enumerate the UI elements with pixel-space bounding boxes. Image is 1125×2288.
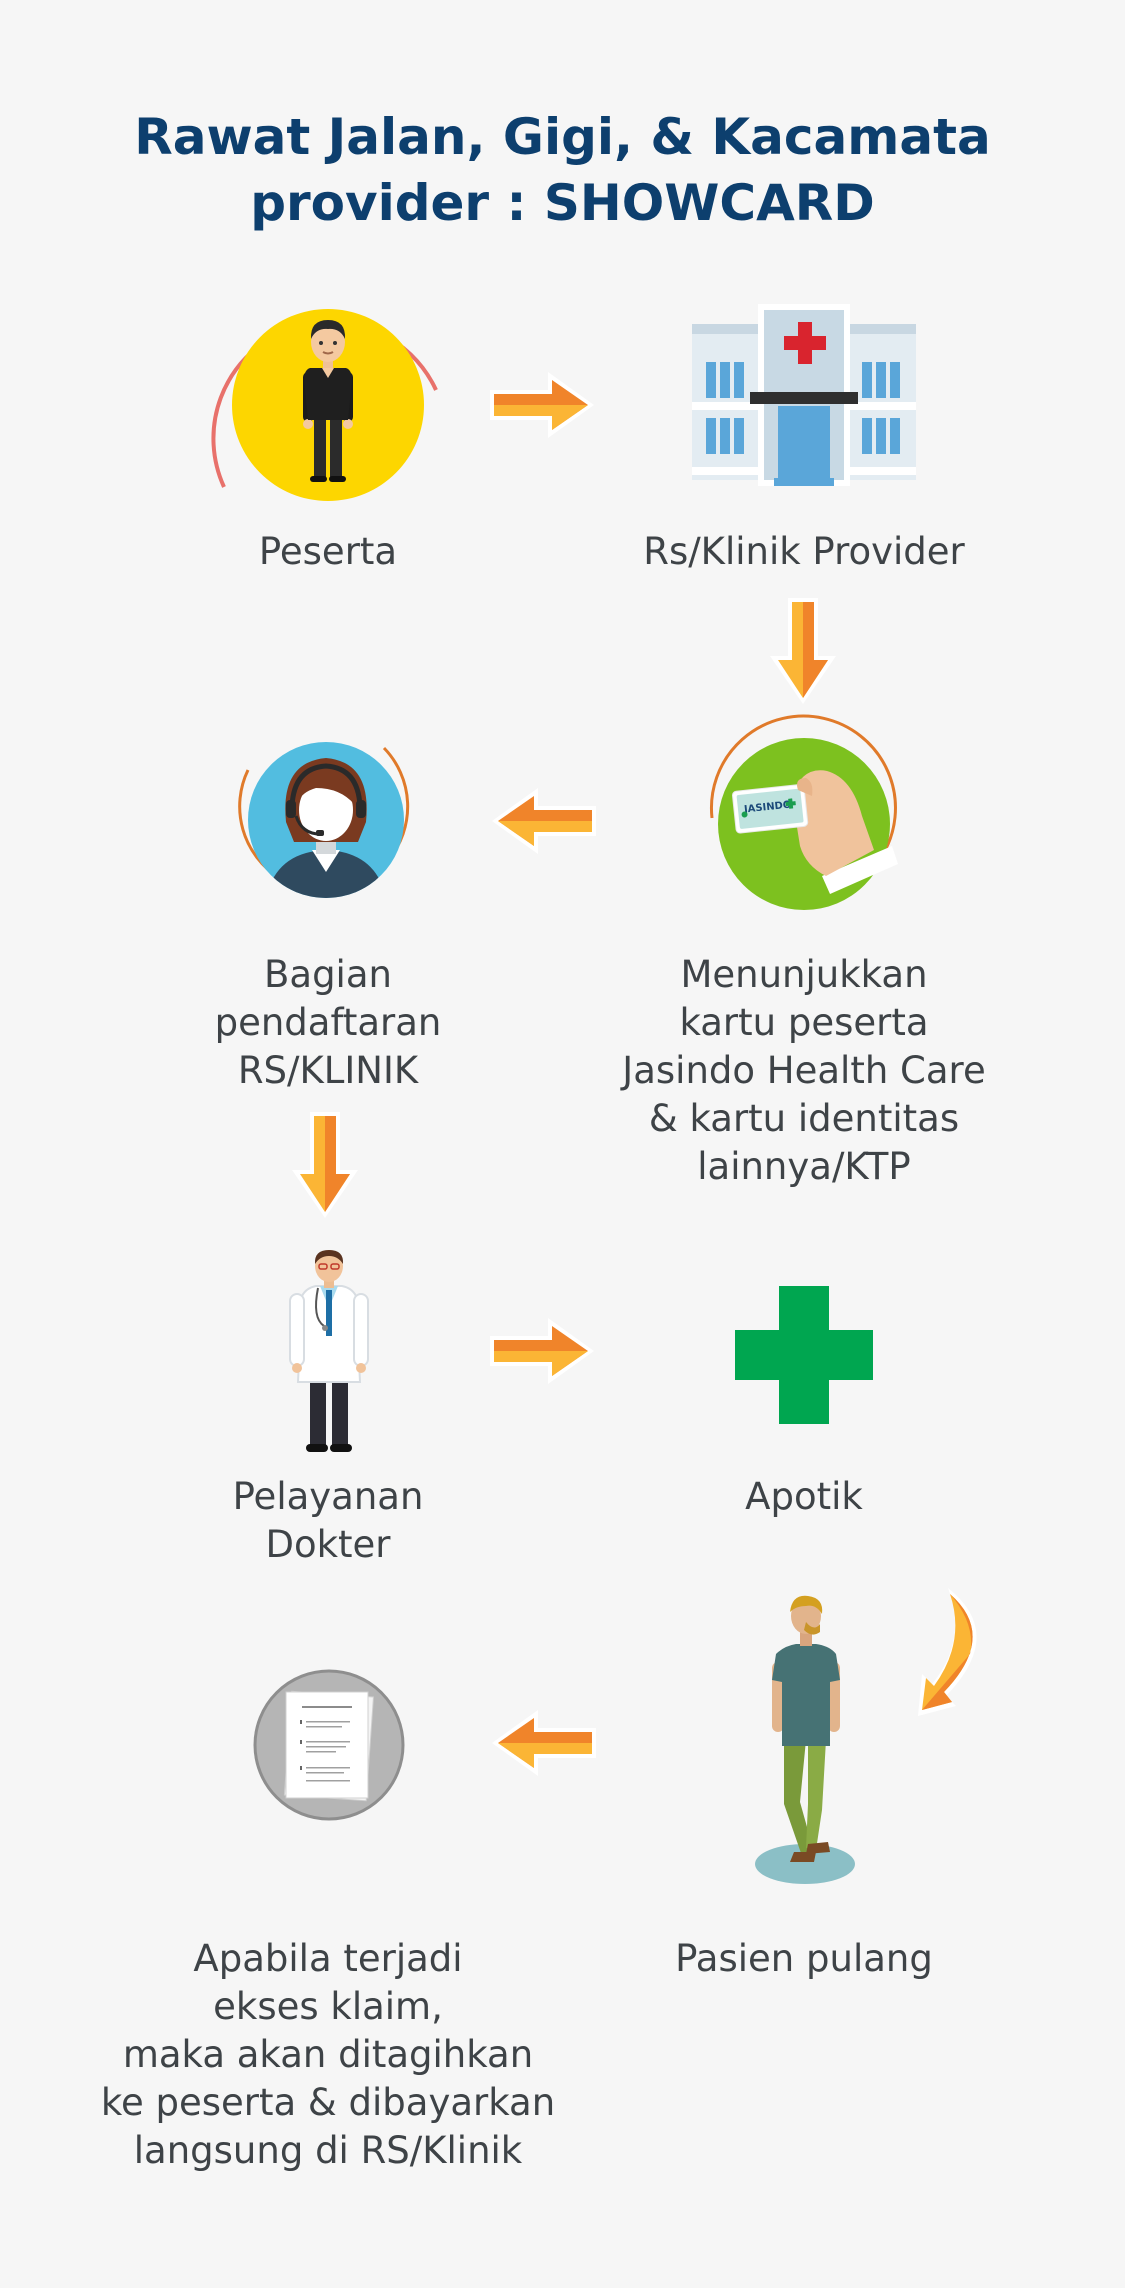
arrow-down-icon xyxy=(770,598,836,704)
document-icon xyxy=(253,1669,405,1821)
step-label-peserta: Peserta xyxy=(258,530,398,573)
curved-arrow-icon xyxy=(918,1588,977,1716)
step-label-bagian-pendaftaran: Bagian pendaftaran RS/KLINIK xyxy=(214,953,442,1092)
card-text: JASINDO xyxy=(743,800,792,816)
arrow-right-icon xyxy=(490,372,594,438)
page-title: Rawat Jalan, Gigi, & Kacamata provider :… xyxy=(0,104,1125,236)
step-label-apotik: Apotik xyxy=(745,1475,863,1518)
pharmacy-cross-icon xyxy=(735,1286,873,1424)
step-label-pelayanan-dokter: Pelayanan Dokter xyxy=(232,1475,424,1566)
title-line-2: provider : SHOWCARD xyxy=(250,174,875,232)
arrow-right-icon xyxy=(490,1318,594,1384)
title-line-1: Rawat Jalan, Gigi, & Kacamata xyxy=(134,108,991,166)
receptionist-icon xyxy=(238,742,410,898)
card-in-hand-icon: JASINDO xyxy=(709,714,898,910)
doctor-icon xyxy=(289,1250,369,1452)
hospital-icon xyxy=(692,304,916,486)
step-label-rs-klinik-provider: Rs/Klinik Provider xyxy=(643,530,965,573)
person-icon xyxy=(211,309,438,501)
arrow-left-icon xyxy=(492,788,596,854)
arrow-down-icon xyxy=(292,1112,358,1218)
arrow-left-icon xyxy=(492,1710,596,1776)
step-label-pasien-pulang: Pasien pulang xyxy=(675,1937,933,1980)
step-label-ekses-klaim: Apabila terjadi ekses klaim, maka akan d… xyxy=(100,1937,556,2172)
step-label-menunjukkan-kartu: Menunjukkan kartu peserta Jasindo Health… xyxy=(622,953,986,1188)
walking-patient-icon xyxy=(755,1595,855,1884)
